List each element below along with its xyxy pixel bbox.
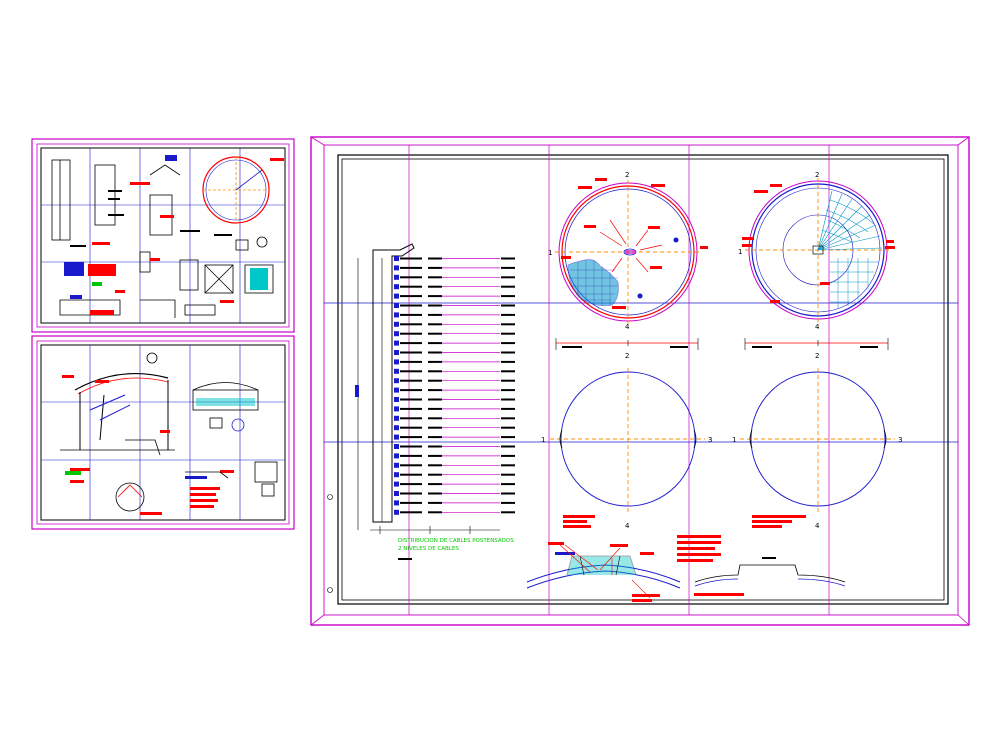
sheet-2: [31, 335, 295, 530]
sheet-1-text-blocks: [70, 190, 232, 247]
grid-mesh-sector: [830, 258, 878, 308]
sheet-1-outer-frame: [31, 138, 295, 333]
axis-label-top-tl: 2: [625, 171, 629, 179]
axis-label-right-br: 3: [898, 436, 902, 444]
sheet-1: [31, 138, 295, 333]
axis-label-top-tr: 2: [815, 171, 819, 179]
ring-beam-profile: [694, 557, 846, 587]
axis-label-bottom-bl: 4: [625, 522, 630, 530]
cable-rows: [394, 256, 515, 515]
main-sheet-border: [337, 154, 949, 605]
sheet-1-inner-frame: [36, 143, 290, 328]
dimension-lines-top: 2 2: [555, 338, 889, 360]
main-sheet-grid: [324, 302, 958, 443]
bottom-annotation-blocks: [563, 515, 806, 596]
axis-label-left-br: 1: [732, 436, 736, 444]
sheet-2-tank-elevation: [192, 382, 259, 391]
cable-levels-subtitle: 2 NIVELES DE CABLES: [398, 546, 459, 552]
main-sheet-outer-frame: [310, 136, 970, 626]
dimension-label-tl: 2: [625, 352, 629, 360]
sheet-2-inner-frame: [36, 340, 290, 525]
main-sheet-inner-frame: [323, 144, 959, 616]
axis-label-left-bl: 1: [541, 436, 545, 444]
sheet-2-details: [185, 461, 278, 497]
axis-label-left-tr: 1: [738, 248, 742, 256]
tank-plan-top-left: 2 4 1: [548, 171, 708, 331]
main-sheet: DISTRIBUCION DE CABLES POSTENSADOS 2 NIV…: [310, 136, 970, 626]
tank-plan-top-right: 2 4 1: [738, 171, 895, 331]
sheet-1-annotations: [90, 158, 284, 315]
sheet-1-border: [40, 147, 286, 324]
sheet-1-blue-elements: [64, 155, 268, 299]
sheet-2-border: [40, 344, 286, 521]
sheet-2-annotations: [62, 375, 234, 515]
mesh-region: [567, 259, 619, 307]
cable-distribution-section: DISTRIBUCION DE CABLES POSTENSADOS 2 NIV…: [355, 243, 515, 560]
cable-distribution-title: DISTRIBUCION DE CABLES POSTENSADOS: [398, 538, 514, 544]
radial-cable-fan: [817, 190, 883, 251]
sheet-2-outer-frame: [31, 335, 295, 530]
dimension-label-tr: 2: [815, 352, 819, 360]
axis-label-bottom-tr: 4: [815, 323, 820, 331]
sheet-1-details: [51, 159, 274, 318]
axis-label-right-bl: 3: [708, 436, 712, 444]
axis-label-bottom-br: 4: [815, 522, 820, 530]
tank-plan-bottom-left: 1 3 4: [541, 368, 712, 530]
dome-section-detail: [526, 542, 681, 602]
axis-label-bottom-tl: 4: [625, 323, 630, 331]
tank-plan-bottom-right: 1 3 4: [732, 368, 902, 530]
wall-section: [372, 243, 415, 523]
axis-label-left-tl: 1: [548, 249, 552, 257]
sheet-2-dome-section: [74, 373, 169, 391]
